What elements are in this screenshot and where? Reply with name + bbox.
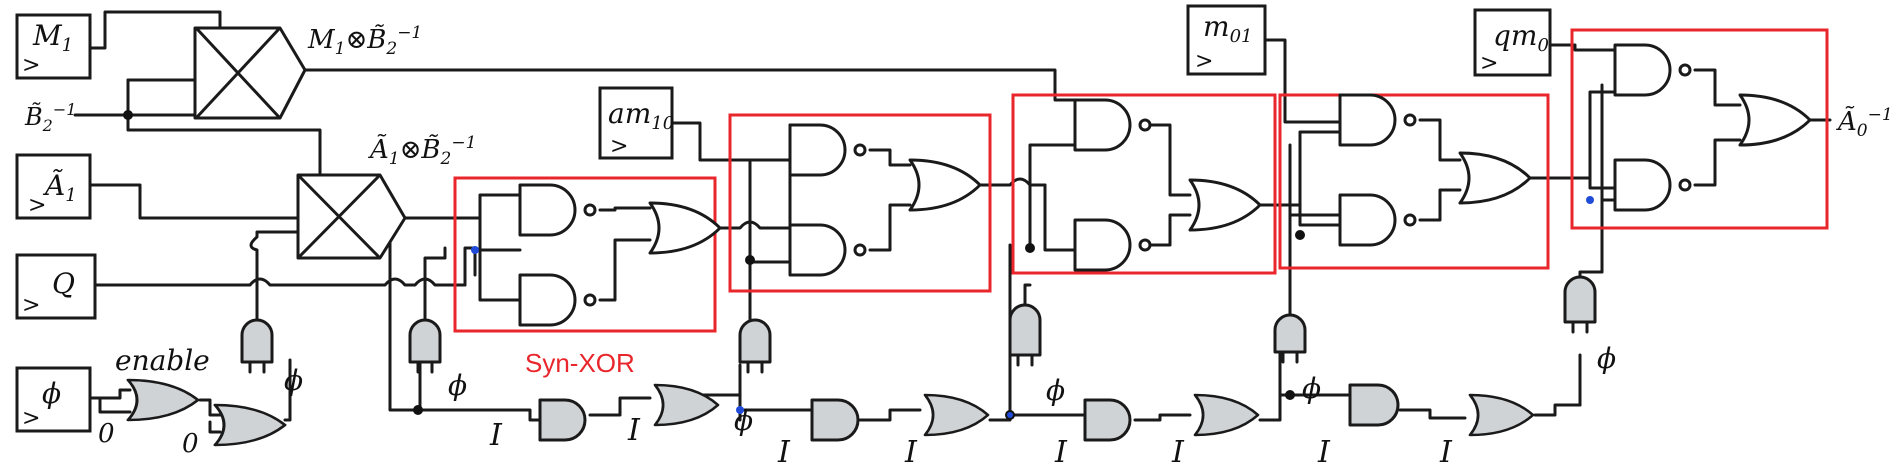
label-I-1: I	[489, 418, 503, 453]
register-qm0: qm0 >	[1473, 8, 1552, 77]
syn-xor-block-2	[728, 113, 992, 293]
label-enable: enable	[115, 344, 210, 377]
label-syn-xor: Syn-XOR	[525, 348, 635, 378]
svg-text:>: >	[22, 406, 40, 431]
svg-text:Ã1: Ã1	[42, 169, 77, 206]
syn-xor-block-3	[1011, 93, 1277, 275]
label-M1B2: M1⊗B̃2−1	[307, 23, 422, 59]
label-A0inv: Ã0−1	[1836, 105, 1890, 141]
register-m01: m01 >	[1186, 4, 1267, 76]
label-I-6: I	[1171, 435, 1185, 465]
label-phi-1: ϕ	[284, 364, 303, 397]
register-am10: am10 >	[598, 86, 674, 160]
svg-text:qm0: qm0	[1493, 19, 1549, 56]
svg-text:m01: m01	[1203, 10, 1252, 47]
label-phi-6: ϕ	[1597, 342, 1616, 375]
label-I-4: I	[904, 435, 918, 465]
svg-text:am10: am10	[608, 97, 674, 134]
syn-xor-blocks	[453, 28, 1829, 333]
label-B2inv: B̃2−1	[24, 100, 76, 135]
register-phi: ϕ >	[15, 366, 92, 433]
register-Q: Q >	[15, 253, 97, 320]
label-I-3: I	[777, 435, 791, 465]
label-I-2: I	[627, 413, 641, 448]
svg-text:ϕ: ϕ	[42, 377, 61, 410]
multiplier-upper	[193, 26, 307, 120]
label-zero-1: 0	[98, 419, 115, 449]
label-phi-5: ϕ	[1302, 372, 1321, 405]
svg-text:>: >	[610, 134, 628, 159]
syn-xor-block-4	[1278, 93, 1550, 270]
svg-text:>: >	[28, 193, 46, 218]
label-I-8: I	[1439, 435, 1453, 465]
svg-text:>: >	[22, 53, 40, 78]
label-phi-3: ϕ	[734, 404, 753, 437]
label-I-5: I	[1054, 435, 1068, 465]
svg-text:>: >	[22, 293, 40, 318]
label-zero-2: 0	[182, 429, 199, 459]
label-I-7: I	[1317, 435, 1331, 465]
logic-gates	[126, 43, 1812, 447]
syn-xor-block-1	[453, 176, 717, 333]
syn-xor-block-5	[1570, 28, 1829, 230]
label-phi-4: ϕ	[1046, 374, 1065, 407]
svg-text:>: >	[1195, 49, 1213, 74]
label-A1B2: Ã1⊗B̃2−1	[368, 133, 476, 169]
register-A1: Ã1 >	[15, 153, 92, 220]
svg-text:>: >	[1480, 51, 1498, 76]
svg-text:M1: M1	[32, 19, 73, 56]
svg-text:Q: Q	[52, 267, 75, 300]
multiplier-lower	[296, 173, 407, 260]
junctions	[123, 110, 1594, 420]
label-phi-2: ϕ	[448, 369, 467, 402]
register-M1: M1 >	[15, 13, 92, 80]
